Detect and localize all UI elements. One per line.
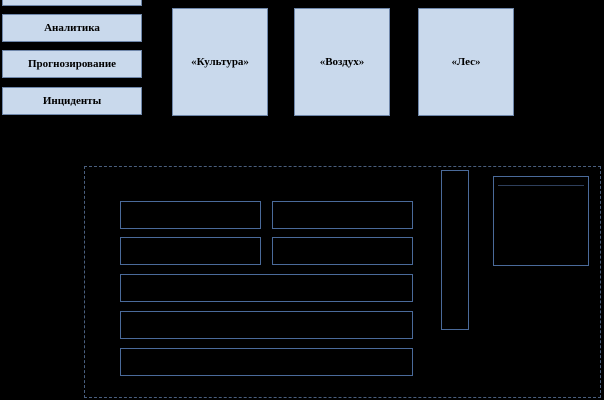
platform-box-2-right (272, 237, 413, 265)
platform-box-1-right (272, 201, 413, 229)
menu-item-incidents[interactable]: Инциденты (2, 87, 142, 115)
menu-item-analytics[interactable]: Аналитика (2, 14, 142, 42)
platform-vertical-bar (441, 170, 469, 330)
platform-box-2-left (120, 237, 261, 265)
menu-item-forecasting[interactable]: Прогнозирование (2, 50, 142, 78)
right-panel (493, 176, 589, 266)
top-strip (2, 0, 142, 6)
module-air[interactable]: «Воздух» (294, 8, 390, 116)
module-culture[interactable]: «Культура» (172, 8, 268, 116)
platform-box-1-left (120, 201, 261, 229)
right-panel-divider (498, 185, 584, 186)
platform-vertical-bar-label (441, 170, 469, 330)
platform-wide-box-3 (120, 348, 413, 376)
platform-wide-box-1 (120, 274, 413, 302)
platform-container (84, 166, 601, 398)
module-forest[interactable]: «Лес» (418, 8, 514, 116)
platform-wide-box-2 (120, 311, 413, 339)
